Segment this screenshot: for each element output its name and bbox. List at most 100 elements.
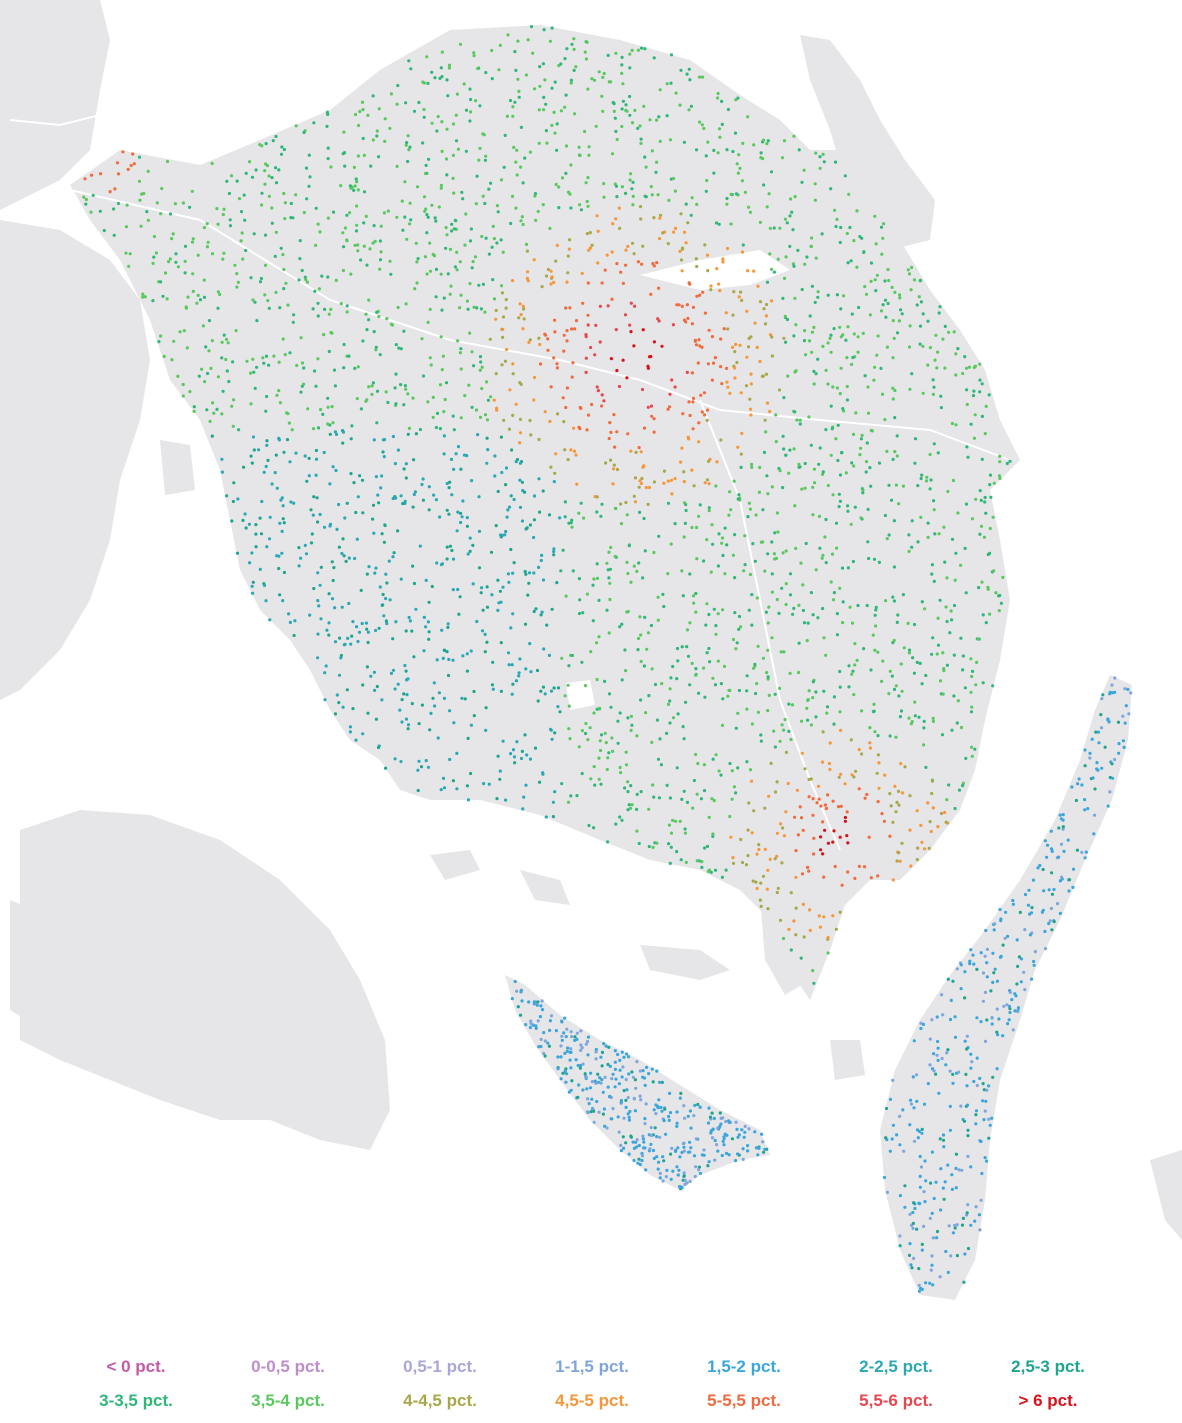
- price-dot: [984, 928, 988, 933]
- price-dot: [909, 864, 913, 868]
- price-dot: [161, 294, 165, 298]
- price-dot: [702, 126, 706, 131]
- price-dot: [116, 201, 120, 206]
- price-dot: [379, 486, 383, 490]
- price-dot: [979, 524, 984, 528]
- price-dot: [650, 1067, 654, 1071]
- price-dot: [770, 267, 774, 271]
- price-dot: [509, 626, 513, 630]
- price-dot: [278, 521, 282, 525]
- price-dot: [640, 387, 645, 392]
- price-dot: [926, 363, 930, 367]
- price-dot: [466, 798, 471, 802]
- price-dot: [721, 697, 725, 701]
- price-dot: [920, 840, 924, 844]
- price-dot: [481, 194, 485, 198]
- price-dot: [683, 1178, 687, 1182]
- price-dot: [853, 505, 857, 509]
- price-dot: [378, 353, 382, 357]
- price-dot: [456, 510, 460, 514]
- price-dot: [818, 925, 823, 929]
- price-dot: [866, 411, 871, 415]
- price-dot: [948, 1128, 953, 1132]
- price-dot: [549, 385, 553, 389]
- price-dot: [660, 1109, 664, 1113]
- price-dot: [489, 550, 494, 554]
- price-dot: [559, 1044, 563, 1048]
- price-dot: [968, 959, 972, 963]
- price-dot: [421, 141, 425, 145]
- land-layer: [0, 0, 1182, 1300]
- price-dot: [902, 1149, 906, 1153]
- price-dot: [227, 379, 231, 384]
- price-dot: [783, 217, 788, 221]
- price-dot: [780, 586, 784, 590]
- price-dot: [819, 804, 823, 808]
- price-dot: [680, 645, 684, 649]
- price-dot: [317, 604, 321, 608]
- price-dot: [519, 165, 523, 169]
- price-dot: [781, 296, 785, 300]
- price-dot: [989, 989, 993, 993]
- price-dot: [334, 432, 339, 436]
- price-dot: [694, 667, 698, 671]
- price-dot: [651, 1080, 655, 1084]
- price-dot: [546, 348, 550, 352]
- price-dot: [930, 1018, 934, 1022]
- price-dot: [822, 875, 826, 879]
- price-dot: [440, 308, 444, 312]
- price-dot: [627, 1152, 631, 1156]
- price-dot: [805, 255, 809, 259]
- price-dot: [657, 796, 662, 800]
- price-dot: [501, 335, 505, 339]
- price-dot: [1083, 856, 1087, 860]
- price-dot: [734, 98, 738, 102]
- price-dot: [895, 1133, 899, 1137]
- price-dot: [626, 790, 630, 794]
- price-dot: [787, 729, 791, 734]
- price-dot: [282, 147, 286, 152]
- price-dot: [398, 708, 402, 712]
- price-dot: [409, 67, 413, 71]
- price-dot: [635, 569, 639, 574]
- price-dot: [813, 198, 818, 202]
- price-dot: [379, 224, 383, 228]
- price-dot: [782, 834, 787, 838]
- price-dot: [580, 729, 585, 733]
- price-dot: [613, 1085, 617, 1089]
- price-dot: [667, 1114, 671, 1119]
- price-dot: [636, 648, 640, 652]
- price-dot: [345, 501, 349, 505]
- price-dot: [716, 1149, 720, 1153]
- price-dot: [555, 581, 559, 585]
- price-dot: [707, 506, 711, 510]
- price-dot: [585, 40, 589, 44]
- price-dot: [766, 907, 770, 911]
- price-dot: [345, 310, 349, 314]
- price-dot: [619, 1143, 623, 1147]
- price-dot: [508, 388, 512, 392]
- price-dot: [664, 1175, 668, 1179]
- price-dot: [596, 1072, 600, 1076]
- price-dot: [210, 252, 215, 256]
- price-dot: [770, 335, 774, 339]
- price-dot: [253, 300, 257, 304]
- price-dot: [913, 714, 917, 718]
- price-dot: [685, 645, 689, 649]
- price-dot: [404, 101, 408, 105]
- price-dot: [233, 263, 237, 267]
- price-dot: [788, 448, 792, 452]
- price-dot: [408, 619, 412, 623]
- price-dot: [559, 569, 563, 573]
- price-dot: [1057, 826, 1061, 830]
- price-dot: [704, 154, 708, 158]
- price-dot: [704, 623, 708, 627]
- price-dot: [385, 317, 389, 321]
- price-dot: [586, 1097, 590, 1101]
- price-dot: [1108, 790, 1112, 794]
- price-dot: [966, 1154, 970, 1158]
- price-dot: [512, 497, 516, 502]
- price-dot: [807, 689, 811, 693]
- price-dot: [205, 222, 209, 226]
- price-dot: [932, 499, 936, 503]
